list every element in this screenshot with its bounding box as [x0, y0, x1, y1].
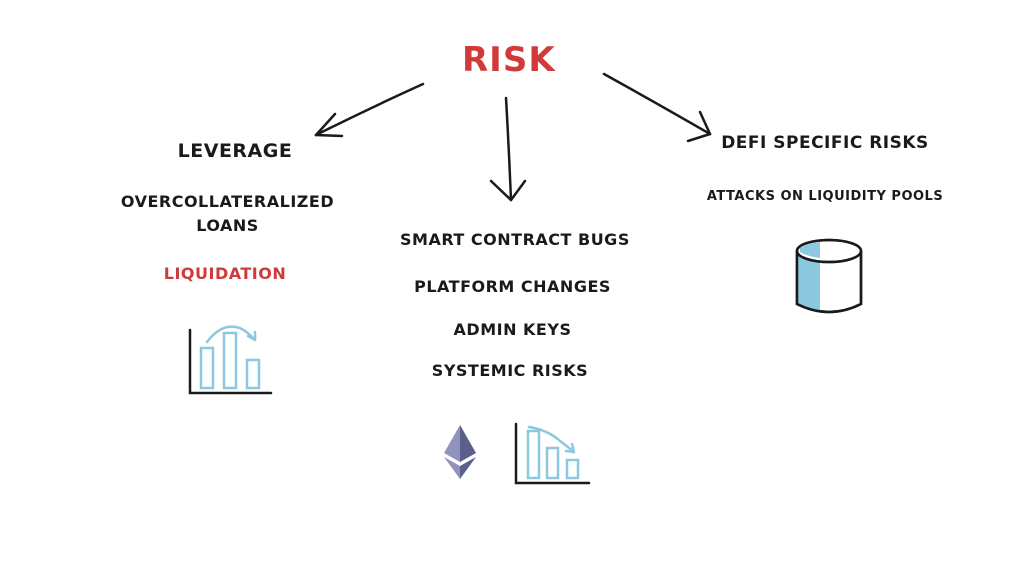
platform-changes-label: PLATFORM CHANGES — [414, 277, 611, 296]
systemic-risks-label: SYSTEMIC RISKS — [431, 361, 589, 380]
bar-chart-icon — [188, 325, 273, 395]
arrow-right — [602, 72, 712, 143]
leverage-heading: LEVERAGE — [177, 140, 293, 162]
smart-contract-bugs-label: SMART CONTRACT BUGS — [400, 230, 630, 249]
cylinder-pool-icon — [795, 238, 863, 314]
liquidation-label: LIQUIDATION — [163, 264, 287, 283]
ethereum-icon — [444, 425, 476, 479]
defi-specific-risks-heading: DEFI SPECIFIC RISKS — [721, 133, 929, 153]
attacks-on-liquidity-pools-label: ATTACKS ON LIQUIDITY POOLS — [706, 189, 944, 204]
overcollateralized-loans-label: OVERCOLLATERALIZED LOANS — [120, 192, 335, 235]
declining-bar-chart-icon — [514, 422, 591, 485]
arrow-left — [314, 82, 425, 138]
arrow-center — [489, 96, 527, 202]
diagram-title: RISK — [462, 40, 556, 80]
admin-keys-label: ADMIN KEYS — [453, 320, 572, 339]
